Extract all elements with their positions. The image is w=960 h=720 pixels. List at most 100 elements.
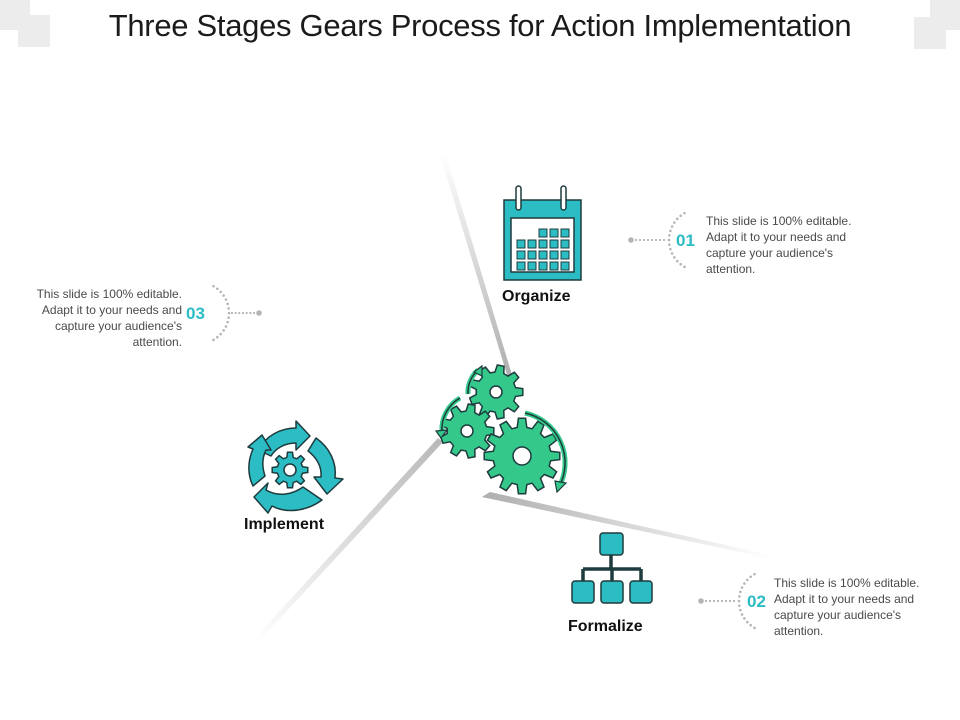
stage-description-03: This slide is 100% editable. Adapt it to… <box>36 287 182 349</box>
connector-dot <box>212 284 215 288</box>
connector-dot <box>740 586 744 589</box>
connector-dot <box>739 590 742 594</box>
calendar-cell <box>516 261 526 271</box>
connector-dot <box>670 225 674 228</box>
calendar-cell <box>560 261 570 271</box>
calendar-cell <box>560 239 570 249</box>
connector-dot <box>738 604 741 607</box>
connector-dot <box>234 311 237 315</box>
connector-dot <box>227 307 230 310</box>
connector-dot <box>667 238 671 242</box>
connector-dot <box>654 238 658 242</box>
connector-dot <box>245 311 248 315</box>
connector-dot <box>252 311 256 315</box>
stage-number-02: 02 <box>747 592 766 611</box>
connector-dot <box>749 575 752 579</box>
connector-dot <box>728 599 732 603</box>
connector-dot <box>668 243 671 246</box>
stage-description-02: This slide is 100% editable. Adapt it to… <box>774 576 920 638</box>
calendar-cell <box>549 261 559 271</box>
calendar-cell <box>549 250 559 260</box>
connector-dot <box>650 238 654 242</box>
connector-dot <box>226 302 229 306</box>
connector-dot <box>219 332 223 336</box>
connector-dot <box>216 335 219 339</box>
connector-dot <box>222 294 225 297</box>
stage-label-implement: Implement <box>244 516 325 533</box>
calendar-cell <box>560 228 570 238</box>
connector-dot <box>724 599 728 603</box>
gear-left-hole <box>460 424 474 438</box>
connector-end-dot <box>256 310 262 316</box>
connector-dot <box>739 608 742 612</box>
connector-dot <box>732 599 736 603</box>
connector-end-dot <box>698 598 704 604</box>
connector-dot <box>720 599 724 603</box>
connector-dot <box>216 287 219 291</box>
connector-dot <box>224 298 228 301</box>
connector-dot <box>669 247 672 251</box>
calendar-cell <box>516 239 526 249</box>
stage-label-organize: Organize <box>502 288 571 305</box>
connector-dot <box>222 329 225 332</box>
stage-number-01: 01 <box>676 231 695 250</box>
connector-dot <box>227 316 230 319</box>
connector-dot <box>749 623 752 627</box>
connector-dot <box>716 599 720 603</box>
connector-dot <box>238 311 241 315</box>
calendar-cell <box>538 228 548 238</box>
connector-dot <box>738 595 741 598</box>
connector-dot <box>224 325 228 328</box>
calendar-cell <box>527 250 537 260</box>
connector-dot <box>704 599 708 603</box>
connector-dot <box>683 211 686 215</box>
connector-dot <box>662 238 666 242</box>
connector-dot <box>737 599 741 603</box>
calendar-cell <box>549 239 559 249</box>
connector-dot <box>679 214 682 218</box>
connector-dot <box>745 620 749 624</box>
connector-dot <box>745 578 749 582</box>
divider-top <box>440 155 512 378</box>
gear-top-hole <box>489 385 503 399</box>
calendar-cell <box>549 228 559 238</box>
calendar-cell <box>538 250 548 260</box>
stage-label-formalize: Formalize <box>568 618 643 635</box>
calendar-cell <box>560 250 570 260</box>
connector-dot <box>708 599 712 603</box>
connector-dot <box>646 238 650 242</box>
connector-dot <box>675 217 679 221</box>
connector-dot <box>241 311 245 315</box>
calendar-cell <box>538 261 548 271</box>
cycle-center-gear-hole <box>283 463 297 477</box>
connector-dot <box>673 256 676 259</box>
connector-dot <box>658 238 662 242</box>
connector-dot <box>668 234 671 237</box>
calendar-cell <box>527 239 537 249</box>
connector-dot <box>642 238 646 242</box>
connector-dot <box>683 265 686 269</box>
gear-large-hole <box>512 446 532 466</box>
divider-left <box>255 438 443 640</box>
connector-dot <box>753 572 756 576</box>
stage-number-03: 03 <box>186 304 205 323</box>
connector-dot <box>670 252 674 255</box>
connector-dot <box>712 599 716 603</box>
connector-dot <box>753 626 756 630</box>
connector-dot <box>249 311 252 315</box>
calendar-cell <box>527 261 537 271</box>
slide-title: Three Stages Gears Process for Action Im… <box>108 8 852 43</box>
connector-dot <box>679 262 682 266</box>
connector-dot <box>743 617 746 620</box>
connector-dot <box>740 613 744 616</box>
stage-description-01: This slide is 100% editable. Adapt it to… <box>706 214 852 276</box>
connector-dot <box>226 320 229 324</box>
connector-dot <box>219 290 223 294</box>
